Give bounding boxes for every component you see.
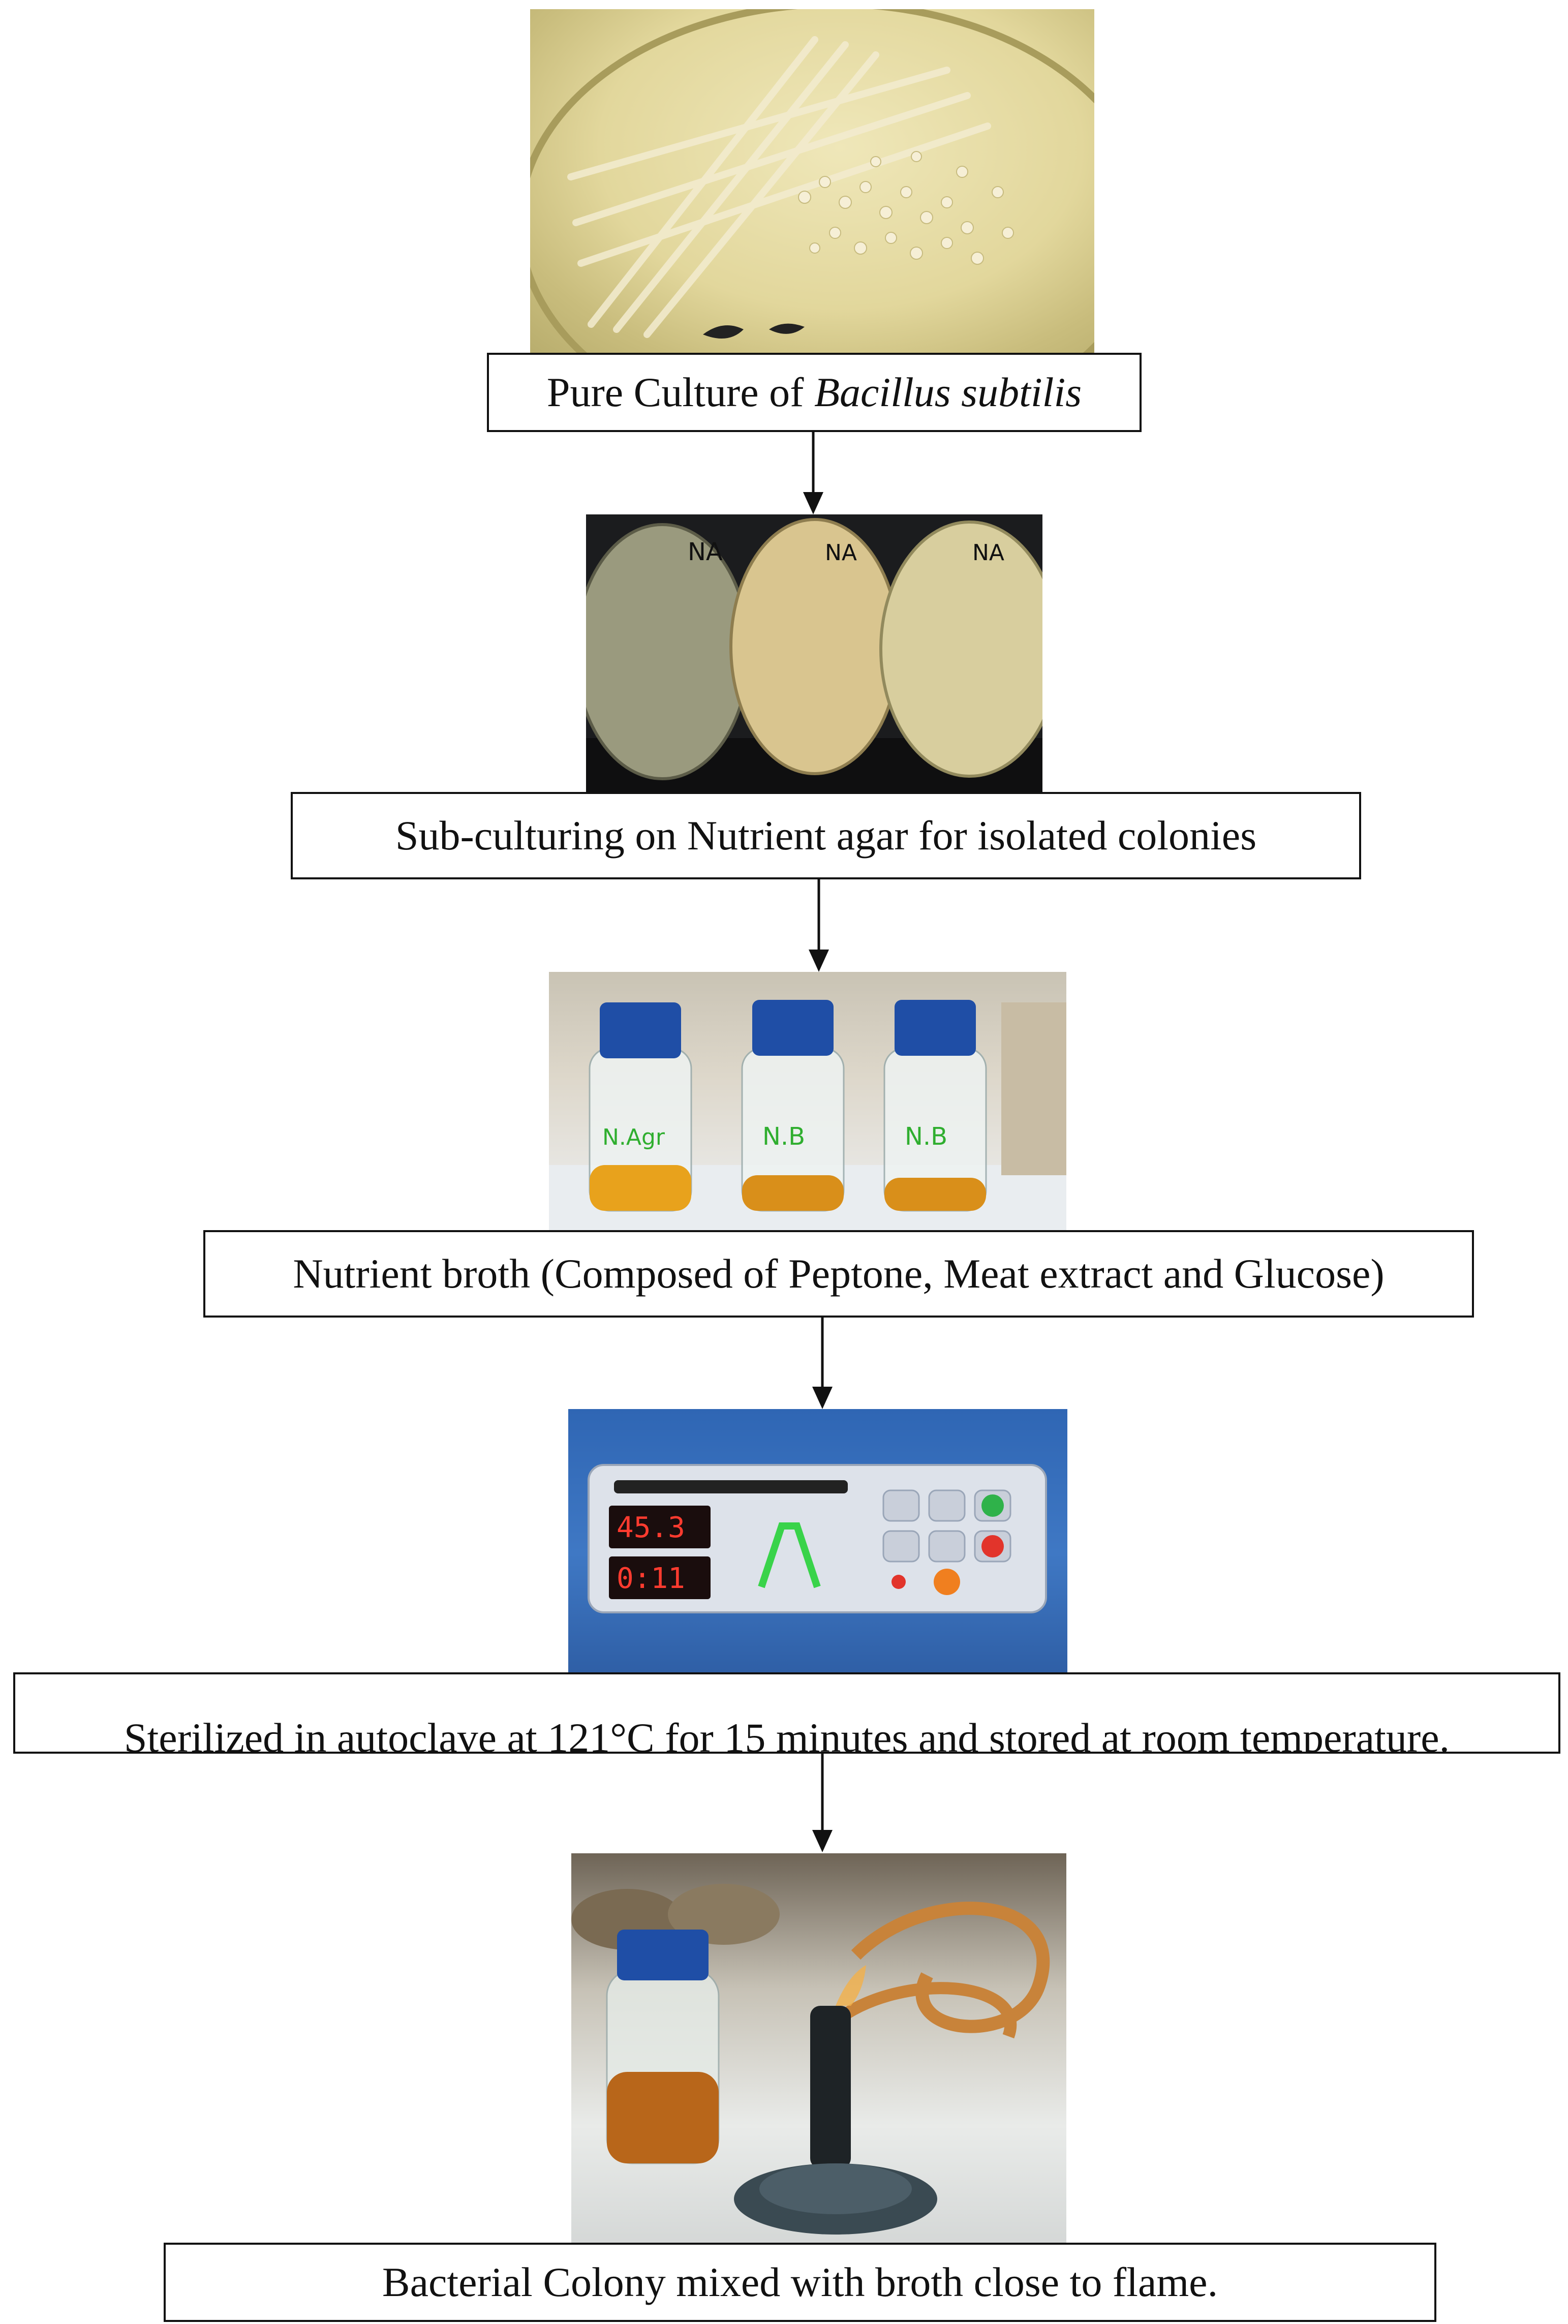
step-3-text: Nutrient broth (Composed of Peptone, Mea… (293, 1250, 1385, 1297)
arrow-down-4 (812, 1754, 833, 1852)
step-1-text: Pure Culture of (546, 369, 814, 415)
step-4-caption: Sterilized in autoclave at 121°C for 15 … (13, 1672, 1560, 1754)
plate-3-label: NA (972, 540, 1004, 566)
step-3-caption: Nutrient broth (Composed of Peptone, Mea… (203, 1230, 1474, 1318)
species-name: Bacillus subtilis (814, 369, 1082, 415)
step-4-text: Sterilized in autoclave at 121°C for 15 … (124, 1715, 1450, 1754)
temperature-readout: 45.3 (617, 1511, 685, 1544)
autoclave-panel-photo: 45.3 0:11 (568, 1409, 1067, 1672)
plate-2-label: NA (825, 540, 857, 566)
burner-illustration (571, 1884, 1050, 2235)
step-2-text: Sub-culturing on Nutrient agar for isola… (395, 812, 1257, 859)
nutrient-broth-bottles-photo: N.Agr N.B N.B (549, 972, 1066, 1230)
broth-bottles-illustration: N.Agr N.B N.B (549, 1000, 1066, 1230)
step-5-caption: Bacterial Colony mixed with broth close … (164, 2243, 1436, 2322)
step-1-caption: Pure Culture of Bacillus subtilis (487, 353, 1142, 432)
step-5-text: Bacterial Colony mixed with broth close … (382, 2259, 1218, 2305)
autoclave-panel-illustration: 45.3 0:11 (588, 1464, 1047, 1613)
nutrient-agar-plates-photo: NA NA NA (586, 514, 1042, 792)
arrow-down-3 (812, 1318, 833, 1409)
arrow-down-2 (809, 879, 829, 972)
bottle-1-label: N.Agr (602, 1124, 665, 1150)
plate-1-label: NA (688, 538, 723, 566)
timer-readout: 0:11 (617, 1562, 685, 1595)
step-2-caption: Sub-culturing on Nutrient agar for isola… (291, 792, 1361, 879)
bottle-2-label: N.B (762, 1122, 805, 1151)
pure-culture-plate-photo (530, 9, 1094, 355)
petri-dish-illustration (530, 9, 1094, 355)
arrow-down-1 (803, 432, 823, 514)
agar-plates-illustration: NA NA NA (586, 518, 1042, 792)
bottle-3-label: N.B (905, 1122, 947, 1151)
burner-with-broth-photo (571, 1853, 1066, 2243)
